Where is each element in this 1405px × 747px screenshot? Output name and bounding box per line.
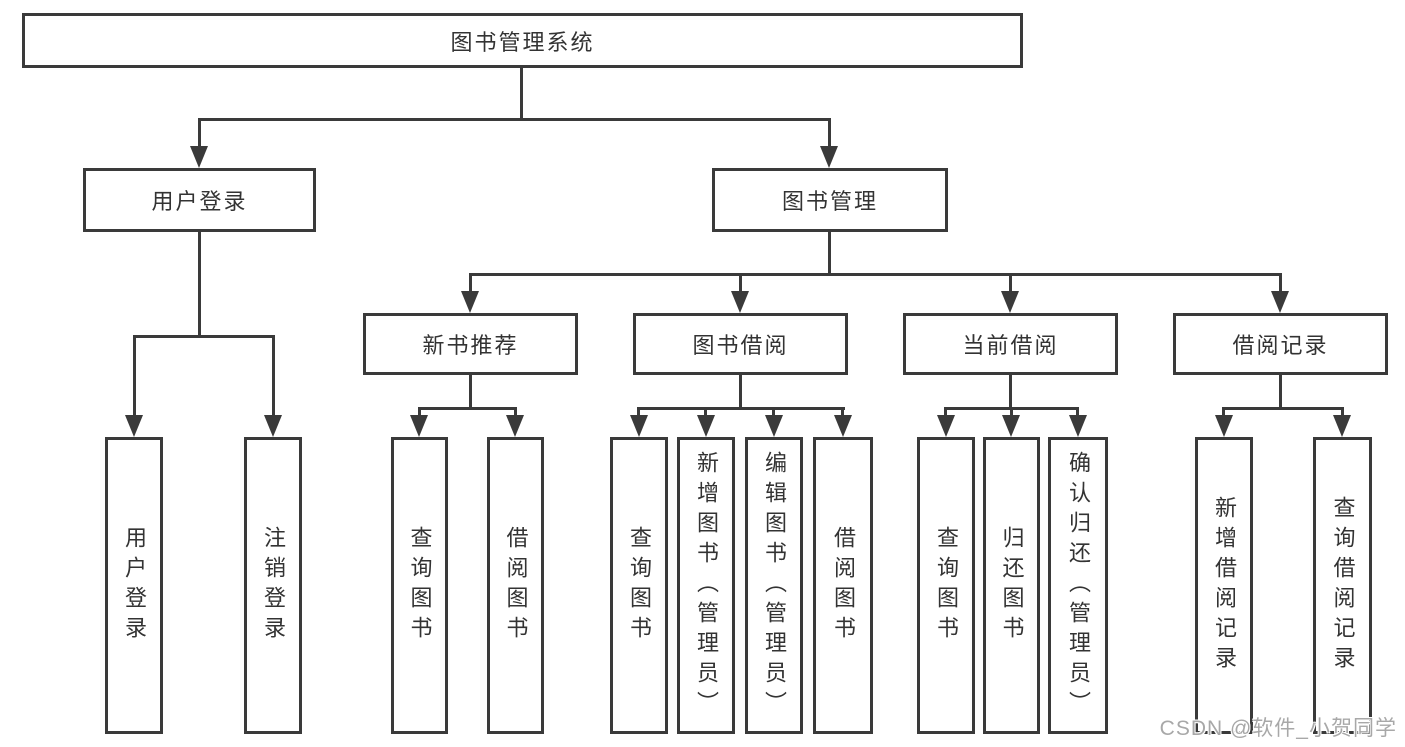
arrow-down-icon <box>264 415 282 437</box>
leaf-query-books-1: 查询图书 <box>391 437 448 734</box>
arrow-down-icon <box>410 415 428 437</box>
connector-drop-leaf <box>1222 410 1225 418</box>
connector-drop-borrow-records <box>1279 276 1282 294</box>
connector-book-borrow-trunk <box>739 375 742 410</box>
arrow-down-icon <box>1002 415 1020 437</box>
connector-drop-leaf <box>514 410 517 418</box>
arrow-down-icon <box>506 415 524 437</box>
node-label: 新增图书（管理员） <box>694 450 719 721</box>
arrow-down-icon <box>834 415 852 437</box>
arrow-down-icon <box>630 415 648 437</box>
arrow-down-icon <box>697 415 715 437</box>
connector-drop-leaf <box>841 410 844 418</box>
connector-drop-leaf <box>418 410 421 418</box>
connector-user-login-splitter <box>133 335 275 338</box>
node-label: 图书管理 <box>781 189 878 214</box>
connector-drop-user-login <box>198 121 201 149</box>
arrow-down-icon <box>190 146 208 168</box>
node-label: 新书推荐 <box>422 333 519 358</box>
watermark: CSDN @软件_小贺同学 <box>1159 717 1397 740</box>
arrow-down-icon <box>1271 291 1289 313</box>
leaf-borrow-books-2: 借阅图书 <box>813 437 873 734</box>
arrow-down-icon <box>937 415 955 437</box>
connector-current-borrow-trunk <box>1009 375 1012 410</box>
leaf-confirm-return-admin: 确认归还（管理员） <box>1048 437 1108 734</box>
leaf-borrow-books-1: 借阅图书 <box>487 437 544 734</box>
leaf-user-login: 用户登录 <box>105 437 163 734</box>
node-label: 查询图书 <box>934 525 959 646</box>
connector-drop-book-borrow <box>739 276 742 294</box>
connector-current-borrow-splitter <box>944 407 1079 410</box>
connector-drop-logout <box>272 338 275 418</box>
connector-drop-book-mgmt <box>828 121 831 149</box>
arrow-down-icon <box>765 415 783 437</box>
node-label: 用户登录 <box>122 525 147 646</box>
connector-level2-splitter <box>198 118 831 121</box>
arrow-down-icon <box>731 291 749 313</box>
connector-book-borrow-splitter <box>637 407 845 410</box>
node-book-borrowing: 图书借阅 <box>633 313 848 375</box>
node-user-login: 用户登录 <box>83 168 316 232</box>
node-label: 编辑图书（管理员） <box>762 450 787 721</box>
connector-root-trunk <box>520 68 523 121</box>
connector-drop-leaf <box>944 410 947 418</box>
node-book-management: 图书管理 <box>712 168 948 232</box>
connector-user-login-trunk <box>198 232 201 338</box>
node-label: 当前借阅 <box>962 333 1059 358</box>
connector-new-book-rec-splitter <box>418 407 517 410</box>
connector-drop-leaf <box>637 410 640 418</box>
arrow-down-icon <box>1001 291 1019 313</box>
node-label: 确认归还（管理员） <box>1066 450 1091 721</box>
node-label: 注销登录 <box>261 525 286 646</box>
connector-drop-current-borrow <box>1009 276 1012 294</box>
arrow-down-icon <box>125 415 143 437</box>
arrow-down-icon <box>1333 415 1351 437</box>
arrow-down-icon <box>1069 415 1087 437</box>
leaf-query-books-3: 查询图书 <box>917 437 975 734</box>
node-label: 新增借阅记录 <box>1212 495 1237 676</box>
leaf-query-borrow-record: 查询借阅记录 <box>1313 437 1372 734</box>
node-label: 借阅图书 <box>503 525 529 646</box>
node-label: 用户登录 <box>151 189 248 214</box>
node-library-system: 图书管理系统 <box>22 13 1023 68</box>
connector-borrow-records-trunk <box>1279 375 1282 410</box>
leaf-query-books-2: 查询图书 <box>610 437 668 734</box>
arrow-down-icon <box>461 291 479 313</box>
node-label: 借阅图书 <box>831 525 856 646</box>
node-label: 归还图书 <box>999 525 1025 646</box>
node-label: 图书管理系统 <box>450 29 595 55</box>
node-borrowing-records: 借阅记录 <box>1173 313 1388 375</box>
leaf-add-borrow-record: 新增借阅记录 <box>1195 437 1253 734</box>
leaf-edit-book-admin: 编辑图书（管理员） <box>745 437 803 734</box>
connector-drop-new-book-rec <box>469 276 472 294</box>
connector-level3-splitter <box>469 273 1282 276</box>
connector-drop-login <box>133 338 136 418</box>
node-label: 查询图书 <box>627 525 652 646</box>
node-label: 查询图书 <box>407 525 433 646</box>
arrow-down-icon <box>1215 415 1233 437</box>
leaf-logout: 注销登录 <box>244 437 302 734</box>
connector-drop-leaf <box>1076 410 1079 418</box>
connector-book-mgmt-trunk <box>828 232 831 276</box>
node-label: 借阅记录 <box>1232 333 1329 358</box>
node-new-book-recommend: 新书推荐 <box>363 313 578 375</box>
connector-borrow-records-splitter <box>1222 407 1344 410</box>
arrow-down-icon <box>820 146 838 168</box>
node-label: 查询借阅记录 <box>1330 495 1356 676</box>
node-label: 图书借阅 <box>692 333 789 358</box>
leaf-return-book: 归还图书 <box>983 437 1040 734</box>
connector-drop-leaf <box>772 410 775 418</box>
connector-drop-leaf <box>1010 410 1013 418</box>
leaf-add-book-admin: 新增图书（管理员） <box>677 437 735 734</box>
connector-new-book-rec-trunk <box>469 375 472 410</box>
node-current-borrowing: 当前借阅 <box>903 313 1118 375</box>
connector-drop-leaf <box>1341 410 1344 418</box>
connector-drop-leaf <box>704 410 707 418</box>
